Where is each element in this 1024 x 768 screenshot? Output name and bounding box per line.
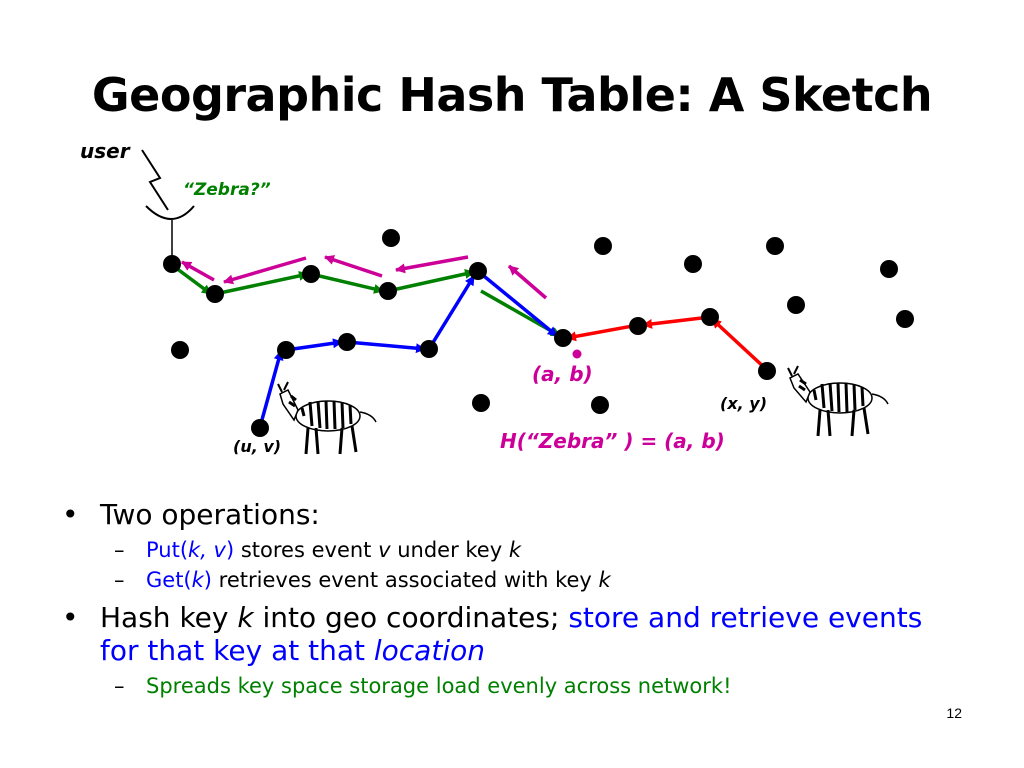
bullet-dash: –	[114, 538, 125, 562]
uv-label: (u, v)	[233, 437, 281, 456]
geographic-hash-diagram: user “Zebra?”	[80, 139, 914, 456]
location-point	[572, 349, 582, 359]
node	[787, 296, 805, 314]
node	[420, 340, 438, 358]
bullet-dash: –	[114, 568, 125, 592]
query-route	[170, 263, 561, 338]
node	[472, 394, 490, 412]
node	[171, 341, 189, 359]
node	[594, 237, 612, 255]
node	[766, 237, 784, 255]
xy-label: (x, y)	[720, 394, 767, 413]
bullet-spread: – Spreads key space storage load evenly …	[62, 671, 962, 701]
page-number: 12	[946, 705, 962, 721]
slide-title: Geographic Hash Table: A Sketch	[91, 68, 933, 122]
bullet-get: – Get(k) retrieves event associated with…	[62, 565, 962, 595]
node	[338, 333, 356, 351]
zebra-icon	[277, 381, 377, 455]
node	[302, 265, 320, 283]
bullet-hash-key: • Hash key k into geo coordinates; store…	[62, 601, 923, 667]
node	[206, 285, 224, 303]
node	[591, 396, 609, 414]
node	[554, 329, 572, 347]
put-route-xy	[566, 315, 769, 372]
node	[163, 255, 181, 273]
bullet-dot: •	[62, 601, 79, 634]
node	[701, 308, 719, 326]
node	[469, 262, 487, 280]
node	[379, 282, 397, 300]
user-antenna-icon: user	[80, 139, 195, 262]
bullet-list: • Two operations: – Put(k, v) stores eve…	[62, 498, 962, 701]
network-nodes	[163, 229, 914, 437]
hash-label: H(“Zebra” ) = (a, b)	[500, 429, 725, 453]
bullet-put: – Put(k, v) stores event v under key k	[62, 535, 962, 565]
reply-route	[181, 255, 548, 300]
node	[896, 310, 914, 328]
node	[277, 341, 295, 359]
ab-label: (a, b)	[532, 362, 593, 386]
bullet-two-operations: • Two operations:	[62, 498, 320, 531]
node	[251, 419, 269, 437]
node	[684, 255, 702, 273]
node	[880, 260, 898, 278]
zebra-icon	[787, 365, 889, 437]
node	[758, 362, 776, 380]
bullet-dot: •	[62, 498, 79, 531]
user-label: user	[80, 139, 131, 163]
node	[629, 317, 647, 335]
node	[382, 229, 400, 247]
bullet-dash: –	[114, 674, 125, 698]
query-label: “Zebra?”	[183, 180, 271, 200]
put-route-uv	[258, 270, 559, 428]
